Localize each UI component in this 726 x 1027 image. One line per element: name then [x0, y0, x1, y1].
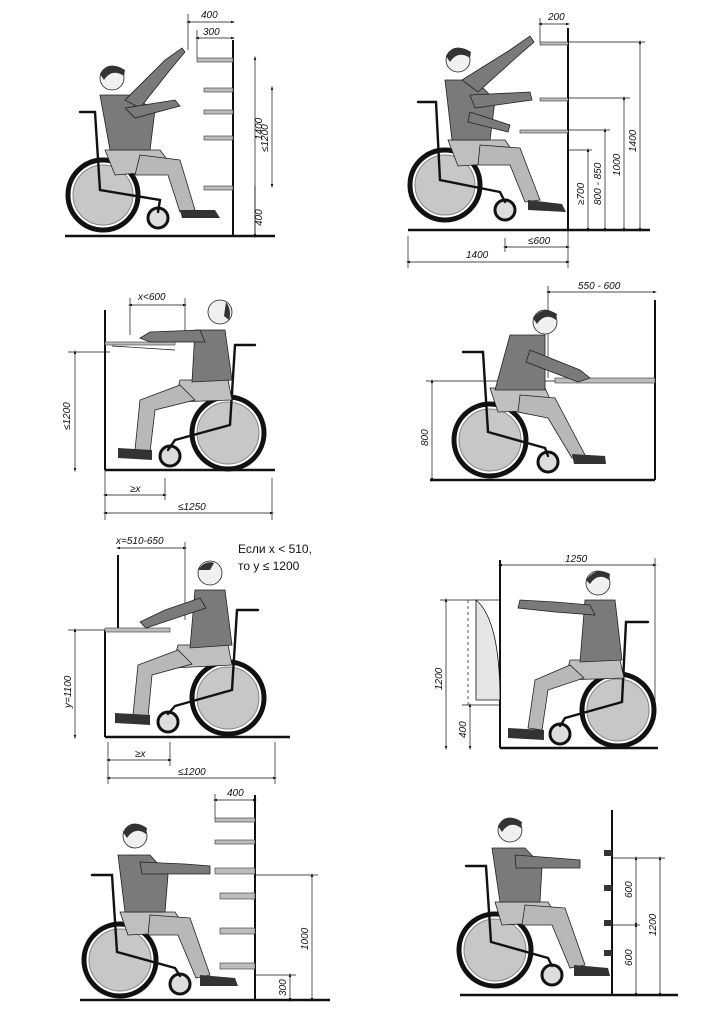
shelf: [203, 109, 234, 115]
dim-label: 300: [278, 979, 289, 996]
switch: [604, 950, 612, 956]
dim-label: 600: [624, 949, 635, 966]
shelf: [203, 87, 234, 93]
reach-zone: [475, 599, 501, 701]
dim-label: 1200: [648, 913, 659, 936]
dim-label: 1400: [254, 117, 265, 140]
dim-label: 1200: [434, 667, 445, 690]
dim-label: ≤600: [528, 236, 551, 247]
panel-1: 400 300 1400 ≤1200 400: [65, 10, 275, 239]
dim-label: 200: [547, 12, 565, 23]
dim-label: x=510-650: [115, 536, 164, 547]
dim-label: 400: [201, 10, 218, 21]
shelf: [219, 962, 256, 970]
dim-label: ≤1200: [260, 124, 271, 152]
dim-label: 800 - 850: [593, 162, 604, 205]
dim-label: 300: [203, 27, 220, 38]
shelf: [214, 817, 256, 823]
dim-label: 400: [227, 788, 244, 799]
dim-label: ≤1250: [178, 502, 206, 513]
dim-label: ≥x: [135, 749, 146, 760]
switch: [604, 920, 612, 926]
shelf: [104, 341, 176, 346]
wheelchair-user-figure: [118, 299, 267, 472]
shelf: [203, 185, 234, 191]
shelf: [219, 927, 256, 935]
shelf: [539, 97, 569, 102]
dim-label: y=1100: [63, 675, 74, 709]
dim-label: x<600: [137, 292, 166, 303]
dim-label: ≤1200: [178, 767, 206, 778]
table-top: [554, 377, 656, 384]
wheelchair-user-figure: [65, 47, 220, 233]
caster-wheel: [156, 710, 180, 734]
rear-wheel: [65, 157, 141, 233]
rear-wheel: [451, 401, 529, 479]
wheelchair-user-figure: [81, 823, 238, 999]
note-line-1: Если x < 510,: [238, 542, 312, 556]
dim-label: ≥x: [130, 484, 141, 495]
shelf: [539, 41, 569, 46]
panel-7: 400 1000 300: [80, 788, 330, 1003]
wheelchair-user-figure: [115, 560, 267, 737]
dim-label: 400: [458, 721, 469, 738]
panel-2: 200 1400 1000 800 - 850 ≥700 ≤600 1400: [405, 12, 650, 268]
dim-label: 1000: [612, 153, 623, 176]
table-top: [104, 627, 171, 633]
dim-label: 1400: [466, 250, 489, 261]
rear-wheel: [81, 921, 159, 999]
shelf: [203, 135, 234, 141]
dim-label: 1400: [628, 129, 639, 152]
shelf: [196, 57, 234, 63]
shelf: [219, 892, 256, 900]
note-line-2: то y ≤ 1200: [238, 559, 300, 573]
wheelchair-user-figure: [508, 570, 657, 749]
wheelchair-user-figure: [456, 817, 610, 989]
panel-8: 600 600 1200: [456, 810, 678, 998]
panel-6: 1250 1200 400: [434, 554, 658, 751]
dim-label: 600: [624, 881, 635, 898]
panel-4: 550 - 600 800: [420, 281, 658, 483]
wheelchair-user-figure: [451, 309, 606, 479]
caster-wheel: [540, 963, 564, 987]
dim-label: 800: [420, 429, 431, 446]
dim-label: ≥700: [576, 182, 587, 205]
panel-5: x=510-650 Если x < 510, то y ≤ 1200 y=11…: [63, 536, 312, 784]
wheelchair-user-figure: [407, 35, 566, 223]
switch: [604, 885, 612, 891]
dim-label: ≤1200: [62, 402, 73, 430]
rear-wheel: [407, 147, 483, 223]
shelf: [519, 129, 569, 134]
panel-3: x<600 ≤1200 ≥x ≤1250: [62, 292, 275, 520]
dim-label: 1000: [300, 927, 311, 950]
shelf: [214, 867, 256, 875]
dim-label: 550 - 600: [578, 281, 621, 292]
caster-wheel: [536, 450, 560, 474]
shelf: [214, 839, 256, 845]
rear-wheel: [456, 911, 534, 989]
switch: [604, 850, 612, 856]
dim-label: 1250: [565, 554, 588, 565]
dim-label: 400: [254, 209, 265, 226]
